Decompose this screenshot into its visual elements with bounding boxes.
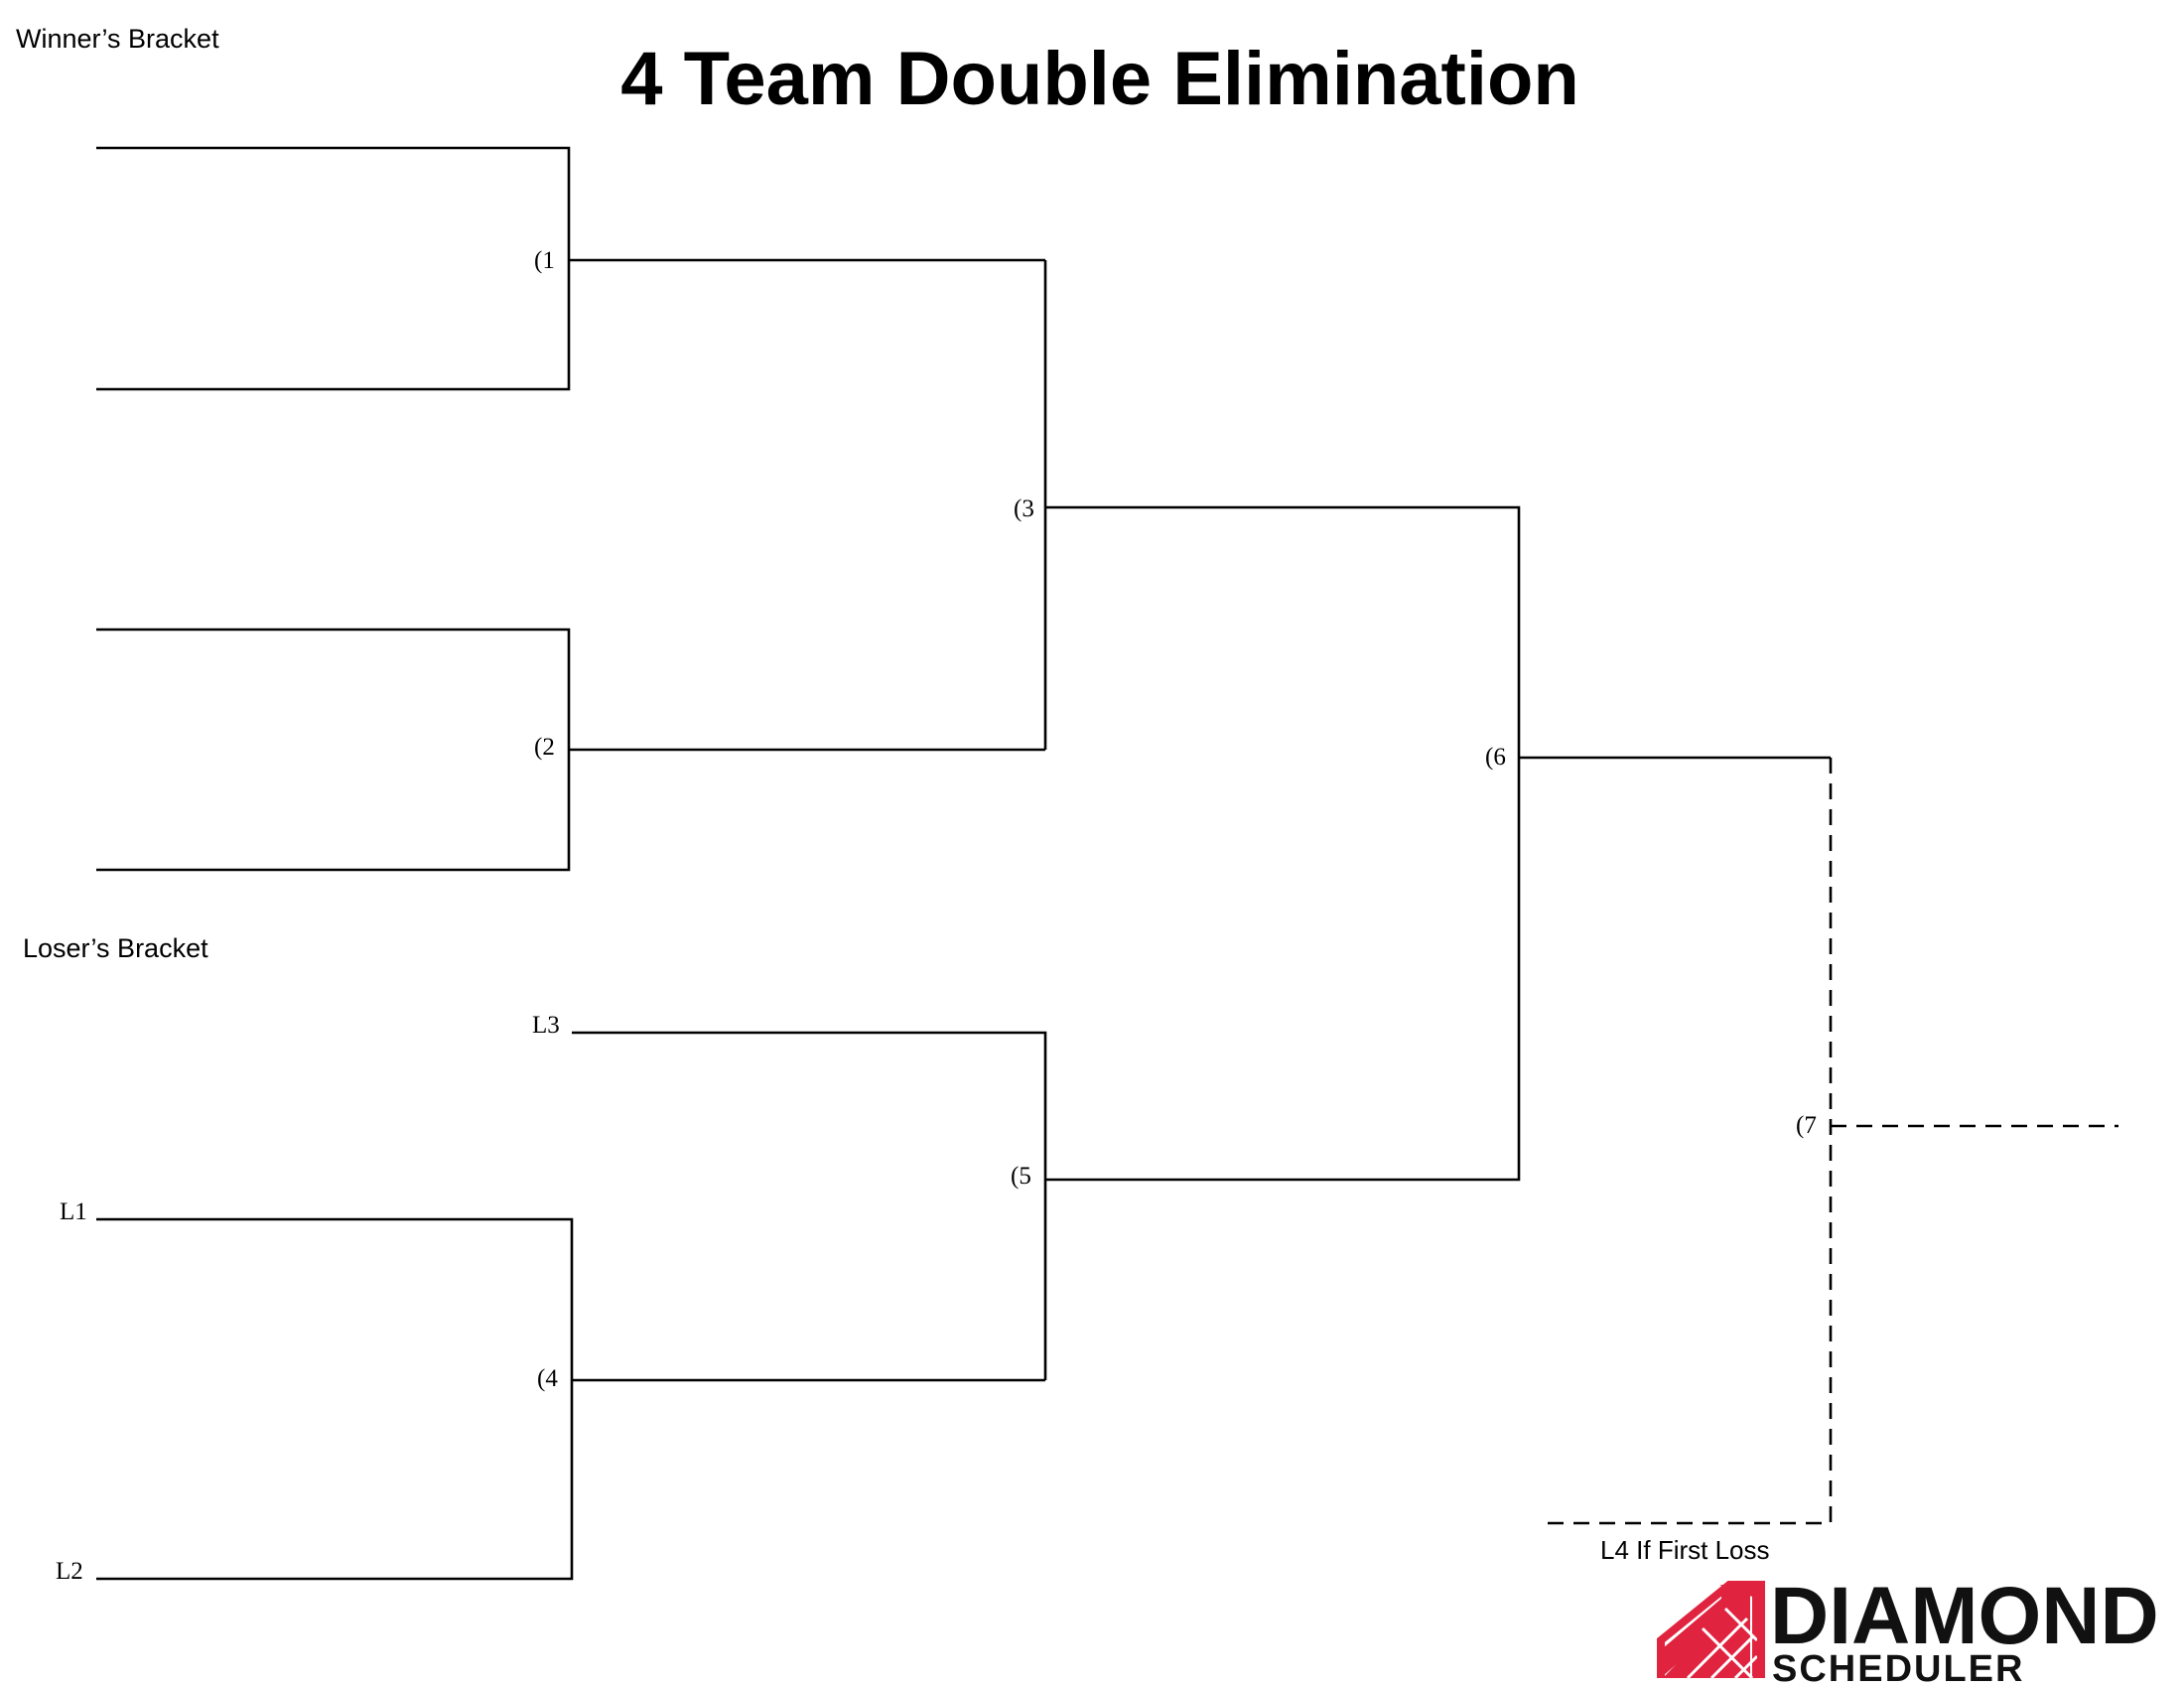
game-5-bracket: L3 (5 (532, 758, 1521, 1380)
if-game-note: L4 If First Loss (1600, 1535, 1770, 1565)
game-6-bracket: (6 (1485, 744, 1831, 771)
game-5-winner-line (1045, 758, 1521, 1182)
loser-slot-l2: L2 (56, 1558, 83, 1585)
game-2-connector (96, 628, 571, 872)
game-5-label: (5 (1011, 1163, 1031, 1190)
game-7-label: (7 (1796, 1112, 1817, 1139)
game-5-connector (572, 1031, 1047, 1380)
game-1-connector (96, 146, 571, 391)
game-1-label: (1 (534, 247, 555, 274)
game-7-connector (1545, 758, 1833, 1525)
loser-slot-l3: L3 (532, 1012, 560, 1039)
game-3-label: (3 (1014, 495, 1034, 522)
diamond-logo-icon (1657, 1581, 1765, 1680)
logo-name: DIAMOND (1770, 1571, 2159, 1661)
loser-slot-l1: L1 (60, 1198, 87, 1225)
game-6-label: (6 (1485, 744, 1506, 771)
game-2-label: (2 (534, 734, 555, 761)
game-1-bracket: (1 (96, 146, 1045, 391)
page-title: 4 Team Double Elimination (620, 37, 1579, 121)
losers-bracket-label: Loser’s Bracket (23, 933, 208, 963)
logo-subtitle: SCHEDULER (1772, 1648, 2024, 1688)
game-4-label: (4 (537, 1365, 558, 1392)
game-4-connector (96, 1217, 574, 1581)
game-7-bracket: (7 L4 If First Loss (1545, 758, 2118, 1565)
diamond-scheduler-logo: DIAMOND SCHEDULER (1657, 1571, 2159, 1688)
game-4-bracket: L1 L2 (4 (56, 1198, 1045, 1585)
game-3-bracket: (3 (1014, 260, 1521, 758)
game-2-bracket: (2 (96, 628, 1045, 872)
winners-bracket-label: Winner’s Bracket (16, 24, 219, 54)
game-3-winner-line (1045, 505, 1521, 758)
